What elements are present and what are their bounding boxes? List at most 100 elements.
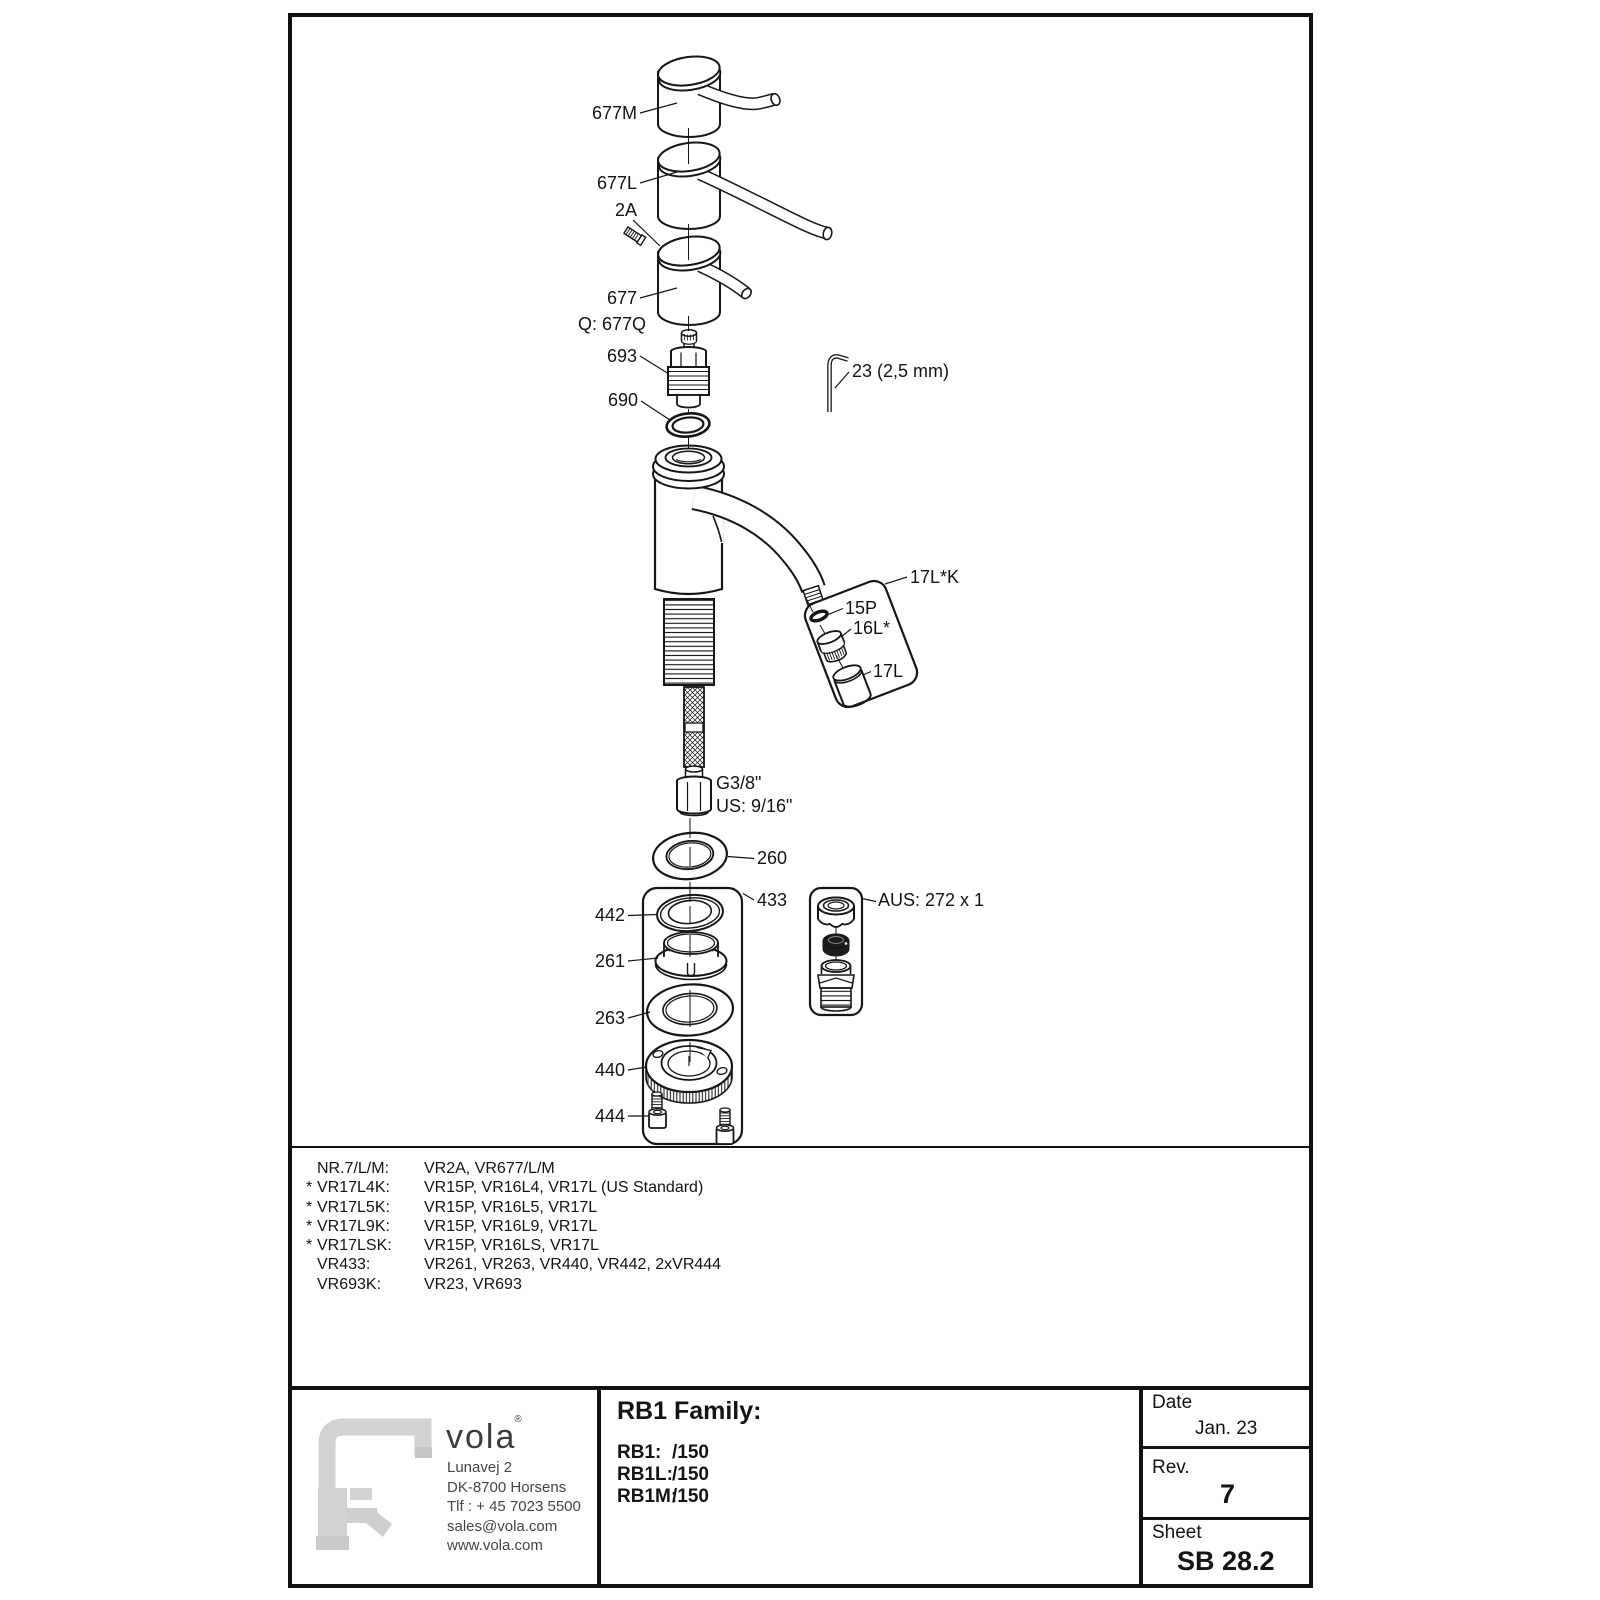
vola-faucet-pictogram xyxy=(316,1418,432,1550)
model-list: RB1: /150 RB1L: /150 RB1M: /150 xyxy=(617,1442,709,1508)
parts-list-value: VR15P, VR16L9, VR17L xyxy=(424,1217,598,1235)
parts-list-key: VR433: xyxy=(317,1256,371,1274)
vola-wordmark: vola® xyxy=(446,1414,526,1457)
set-screw-2a-drawing xyxy=(622,226,647,247)
company-address: Lunavej 2 DK-8700 Horsens Tlf : + 45 702… xyxy=(447,1458,581,1556)
aus-kit-box-drawing xyxy=(808,886,864,1017)
label-2a: 2A xyxy=(615,200,637,220)
aerator-insert-16l-drawing xyxy=(816,630,848,663)
mount-kit-box-drawing xyxy=(641,886,744,1146)
registered-mark: ® xyxy=(514,1413,524,1425)
address-line: www.vola.com xyxy=(447,1537,543,1555)
label-g38: G3/8" xyxy=(716,773,761,793)
parts-list-key: VR17L5K: xyxy=(317,1198,390,1216)
parts-list-row: VR693K: VR23, VR693 xyxy=(306,1275,721,1294)
family-title: RB1 Family: xyxy=(617,1397,762,1425)
label-us916: US: 9/16" xyxy=(716,796,792,816)
date-rev-divider xyxy=(1143,1446,1309,1449)
handle-677m-drawing xyxy=(657,55,781,138)
label-260: 260 xyxy=(757,848,787,868)
model-row: RB1M: /150 xyxy=(617,1486,709,1508)
parts-list-value: VR15P, VR16L4, VR17L (US Standard) xyxy=(424,1179,704,1197)
model-value: /150 xyxy=(672,1486,709,1507)
rev-label: Rev. xyxy=(1152,1457,1190,1478)
sheet-label: Sheet xyxy=(1152,1522,1202,1543)
rev-sheet-divider xyxy=(1143,1517,1309,1520)
parts-list-row: NR.7/L/M: VR2A, VR677/L/M xyxy=(306,1159,721,1178)
parts-list-value: VR2A, VR677/L/M xyxy=(424,1160,555,1177)
label-677m: 677M xyxy=(592,103,637,123)
label-693: 693 xyxy=(607,346,637,366)
parts-list-row: * VR17L4K: VR15P, VR16L4, VR17L (US Stan… xyxy=(306,1178,721,1197)
sheet-value: SB 28.2 xyxy=(1177,1546,1275,1576)
title-block-divider-2 xyxy=(1139,1390,1143,1584)
label-677q: Q: 677Q xyxy=(578,314,646,334)
model-name: RB1: xyxy=(617,1442,662,1463)
parts-list-value: VR15P, VR16LS, VR17L xyxy=(424,1237,599,1255)
parts-list-star: * xyxy=(306,1217,313,1235)
address-line: Lunavej 2 xyxy=(447,1459,513,1476)
label-aus: AUS: 272 x 1 xyxy=(878,890,984,910)
label-442: 442 xyxy=(595,905,625,925)
brand-text: vola xyxy=(446,1418,517,1456)
handle-677-drawing xyxy=(657,235,752,326)
parts-list-key: VR17L4K: xyxy=(317,1179,390,1197)
parts-list-star xyxy=(306,1159,317,1178)
address-line: DK-8700 Horsens xyxy=(447,1478,567,1496)
model-name: RB1M: xyxy=(617,1486,678,1507)
screws-444-drawing xyxy=(648,1091,735,1145)
parts-list-row: VR433: VR261, VR263, VR440, VR442, 2xVR4… xyxy=(306,1255,721,1274)
parts-list-value: VR23, VR693 xyxy=(424,1275,522,1293)
parts-list-star: * xyxy=(306,1237,313,1255)
parts-list-row: * VR17L9K: VR15P, VR16L9, VR17L xyxy=(306,1217,721,1236)
label-15p: 15P xyxy=(845,598,877,618)
handle-677l-drawing xyxy=(657,141,833,241)
aus-seal-drawing xyxy=(822,933,850,957)
label-677l: 677L xyxy=(597,173,637,193)
label-261: 261 xyxy=(595,951,625,971)
label-433: 433 xyxy=(757,890,787,910)
allen-key-drawing xyxy=(827,354,849,412)
aus-nut-drawing xyxy=(817,896,855,928)
disc-440-drawing xyxy=(644,1038,734,1104)
parts-list-row: * VR17L5K: VR15P, VR16L5, VR17L xyxy=(306,1198,721,1217)
parts-list-star: * xyxy=(306,1179,313,1197)
date-value: Jan. 23 xyxy=(1195,1418,1258,1439)
model-row: RB1L: /150 xyxy=(617,1464,709,1486)
label-677: 677 xyxy=(607,288,637,308)
label-17l: 17L xyxy=(873,661,903,681)
parts-list-key: NR.7/L/M: xyxy=(317,1160,390,1177)
faucet-body-drawing xyxy=(652,444,826,817)
parts-list-key: VR693K: xyxy=(317,1275,382,1293)
label-690: 690 xyxy=(608,390,638,410)
rev-value: 7 xyxy=(1220,1479,1236,1509)
parts-list: NR.7/L/M: VR2A, VR677/L/M * VR17L4K: VR1… xyxy=(306,1159,721,1294)
parts-list-star: * xyxy=(306,1198,313,1216)
parts-list-separator xyxy=(292,1146,1309,1148)
parts-list-key: VR17LSK: xyxy=(317,1237,392,1255)
label-444: 444 xyxy=(595,1106,625,1126)
parts-list-value: VR15P, VR16L5, VR17L xyxy=(424,1198,598,1216)
address-line: Tlf : + 45 7023 5500 xyxy=(447,1498,581,1516)
cartridge-693-drawing xyxy=(667,329,710,409)
model-value: /150 xyxy=(672,1464,709,1485)
parts-list-key: VR17L9K: xyxy=(317,1217,390,1235)
sheet-frame xyxy=(288,13,1313,1588)
label-16l: 16L* xyxy=(853,618,890,638)
title-block-top-border xyxy=(292,1386,1309,1390)
parts-list-star xyxy=(306,1255,317,1274)
insert-261-drawing xyxy=(654,931,728,981)
o-ring-690-drawing xyxy=(665,412,711,438)
label-17lk: 17L*K xyxy=(910,567,959,587)
model-value: /150 xyxy=(672,1442,709,1463)
address-line: sales@vola.com xyxy=(447,1517,558,1535)
model-name: RB1L: xyxy=(617,1464,673,1485)
parts-list-row: * VR17LSK: VR15P, VR16LS, VR17L xyxy=(306,1236,721,1255)
aus-nipple-drawing xyxy=(817,959,855,1012)
center-axis-lines xyxy=(688,128,691,1062)
label-23: 23 (2,5 mm) xyxy=(852,361,949,381)
parts-list-value: VR261, VR263, VR440, VR442, 2xVR444 xyxy=(424,1256,722,1274)
parts-list-star xyxy=(306,1275,317,1294)
aerator-housing-17l-drawing xyxy=(832,664,872,708)
